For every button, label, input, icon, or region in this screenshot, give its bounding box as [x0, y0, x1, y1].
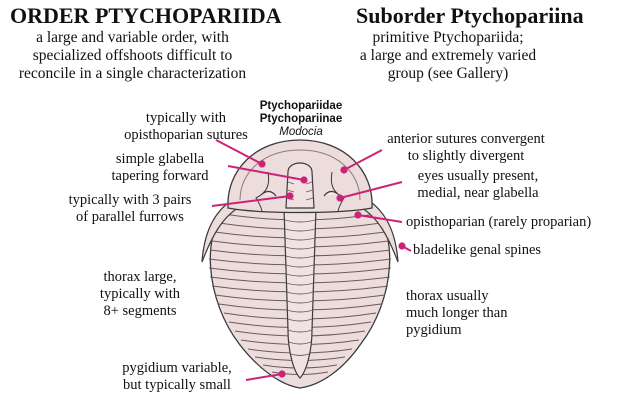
pointer-glabella: [227, 165, 305, 181]
cephalic-border: [239, 149, 361, 201]
label-line: medial, near glabella: [417, 185, 539, 201]
left-eye: [261, 190, 277, 197]
label-line: pygidium variable,: [122, 360, 232, 376]
suborder-description: primitive Ptychopariida; a large and ext…: [355, 29, 541, 83]
pointer-anterior: [343, 149, 383, 171]
pointer-pygidium-dot: [278, 370, 286, 378]
pointer-pygidium: [245, 373, 283, 381]
suborder-description-line: group (see Gallery): [387, 65, 509, 82]
order-description-line: a large and variable order, with: [36, 29, 229, 46]
label-line: to slightly divergent: [407, 148, 525, 164]
glabella: [285, 162, 315, 209]
taxon-caption: Ptychopariidae Ptychopariinae Modocia: [249, 100, 353, 139]
right-eye: [323, 190, 339, 197]
pointer-opisthoparian-dot: [354, 211, 362, 219]
order-description: a large and variable order, with special…: [0, 29, 265, 83]
label-pygidium: pygidium variable, but typically small: [102, 360, 252, 394]
suborder-title: Suborder Ptychopariina: [356, 3, 584, 28]
label-line: but typically small: [123, 377, 231, 393]
family-name: Ptychopariidae: [259, 100, 343, 112]
label-furrows: typically with 3 pairs of parallel furro…: [40, 192, 220, 226]
axial-lobe: [283, 207, 317, 379]
label-line: tapering forward: [111, 168, 209, 184]
pointer-anterior-dot: [340, 166, 348, 174]
pointer-furrows-dot: [286, 192, 294, 200]
label-line: anterior sutures convergent: [387, 131, 545, 147]
pointer-opisthoparian: [357, 214, 403, 223]
label-eyes: eyes usually present, medial, near glabe…: [398, 168, 558, 202]
label-line: 8+ segments: [103, 303, 177, 319]
label-thorax-right: thorax usually much longer than pygidium: [406, 288, 507, 339]
label-line: typically with 3 pairs: [68, 192, 192, 208]
genus-name: Modocia: [279, 126, 323, 138]
label-line: of parallel furrows: [76, 209, 184, 225]
label-line: thorax large,: [103, 269, 177, 285]
pointer-spines-dot: [398, 242, 406, 250]
pointer-glabella-dot: [300, 176, 308, 184]
order-title: ORDER PTYCHOPARIIDA: [10, 3, 282, 28]
label-line: typically with: [99, 286, 181, 302]
label-anterior: anterior sutures convergent to slightly …: [366, 131, 566, 165]
pointer-sutures: [215, 139, 263, 165]
label-line: much longer than: [406, 305, 508, 321]
label-opisthoparian: opisthoparian (rarely proparian): [406, 214, 592, 230]
label-line: opisthoparian sutures: [124, 127, 248, 143]
label-line: typically with: [145, 110, 227, 126]
suborder-description-line: primitive Ptychopariida;: [372, 29, 524, 46]
label-line: thorax usually: [406, 288, 489, 304]
suborder-description-line: a large and extremely varied: [359, 47, 537, 64]
label-line: pygidium: [406, 322, 462, 338]
axial-rings: [284, 219, 316, 356]
order-description-line: specialized offshoots difficult to: [32, 47, 233, 64]
pointer-sutures-dot: [258, 160, 266, 168]
label-glabella: simple glabella tapering forward: [90, 151, 230, 185]
label-line: eyes usually present,: [417, 168, 539, 184]
pointer-eyes: [339, 181, 403, 199]
subfamily-name: Ptychopariinae: [259, 113, 343, 125]
label-spines: bladelike genal spines: [413, 242, 542, 258]
label-sutures: typically with opisthoparian sutures: [106, 110, 266, 144]
pointer-eyes-dot: [336, 194, 344, 202]
pointer-furrows: [211, 195, 291, 207]
facial-suture-left: [255, 171, 270, 213]
glabellar-furrows: [286, 181, 314, 201]
label-thorax-left: thorax large, typically with 8+ segments: [80, 269, 200, 320]
pointer-lines: [211, 139, 412, 381]
label-line: simple glabella: [115, 151, 205, 167]
order-description-line: reconcile in a single characterization: [18, 65, 247, 82]
